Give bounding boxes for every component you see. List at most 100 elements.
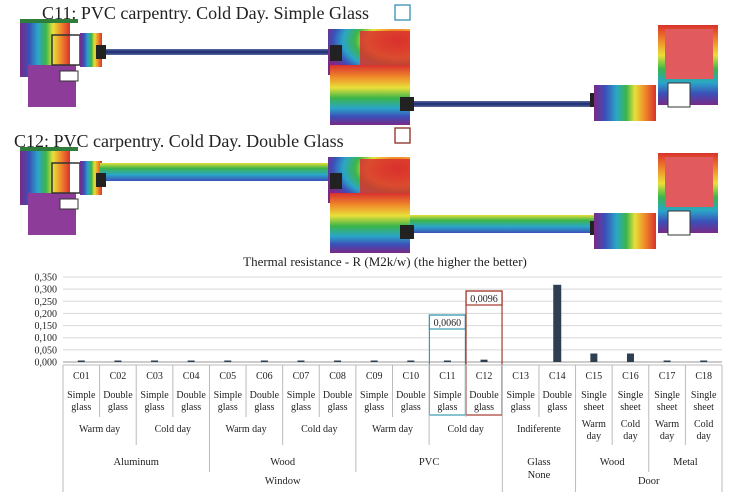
pane-spacer-left [96, 45, 106, 59]
pane-spacer-mid [400, 97, 414, 111]
category-descriptor: glass [401, 402, 421, 413]
category-code: C16 [622, 371, 639, 382]
category-descriptor: Simple [67, 390, 96, 401]
bar-c12 [480, 359, 488, 362]
category-descriptor: Double [250, 390, 280, 401]
condition-label: Warm day [225, 424, 266, 435]
condition-label: Cold day [301, 424, 337, 435]
y-tick-label: 0,050 [35, 345, 58, 356]
pane-lower [410, 101, 594, 107]
section-caption-c11: C11: PVC carpentry. Cold Day. Simple Gla… [42, 3, 369, 23]
category-descriptor: Double [396, 390, 426, 401]
thermal-section-1 [20, 147, 718, 253]
chart-title: Thermal resistance - R (M2k/w) (the high… [243, 254, 527, 269]
category-descriptor: glass [145, 402, 165, 413]
category-descriptor: sheet [693, 402, 714, 413]
bar-c11 [443, 360, 451, 362]
chart-bars [77, 284, 708, 362]
pane-spacer-left [96, 173, 106, 187]
category-descriptor: Double [176, 390, 206, 401]
bar-c06 [260, 360, 268, 362]
category-code: C03 [146, 371, 163, 382]
y-tick-label: 0,250 [35, 297, 58, 308]
bar-c09 [370, 360, 378, 362]
category-descriptor: Double [543, 390, 573, 401]
material-label: Glass [527, 457, 550, 468]
pane-upper [100, 49, 328, 55]
bar-c01 [77, 360, 85, 362]
section-caption-c12: C12: PVC carpentry. Cold Day. Double Gla… [14, 131, 344, 151]
middle-frame-warm [360, 159, 410, 193]
category-descriptor: Simple [360, 390, 389, 401]
condition-label: day [623, 431, 637, 442]
y-tick-label: 0,350 [35, 273, 58, 284]
bar-c05 [224, 360, 232, 362]
condition-label: Indiferente [517, 424, 561, 435]
right-frame-warm [665, 29, 713, 79]
middle-frame-lower [330, 193, 410, 253]
category-code: C04 [183, 371, 200, 382]
condition-label: Cold [694, 419, 713, 430]
category-descriptor: glass [71, 402, 91, 413]
category-descriptor: glass [291, 402, 311, 413]
category-descriptor: glass [437, 402, 457, 413]
category-descriptor: glass [547, 402, 567, 413]
condition-label: day [587, 431, 601, 442]
bar-c15 [590, 353, 598, 362]
category-code: C08 [329, 371, 346, 382]
y-tick-label: 0,200 [35, 309, 58, 320]
bar-c18 [700, 360, 708, 362]
category-code: C01 [73, 371, 90, 382]
condition-label: Cold [621, 419, 640, 430]
category-descriptor: Simple [214, 390, 243, 401]
category-code: C11 [439, 371, 455, 382]
category-code: C17 [659, 371, 676, 382]
y-tick-label: 0,000 [35, 358, 58, 369]
category-descriptor: Single [654, 390, 680, 401]
right-frame-gasket [667, 82, 691, 108]
category-code: C18 [695, 371, 712, 382]
category-descriptor: Single [581, 390, 607, 401]
condition-label: Cold day [448, 424, 484, 435]
category-descriptor: glass [511, 402, 531, 413]
right-frame-warm [665, 157, 713, 207]
category-descriptor: Double [469, 390, 499, 401]
y-tick-label: 0,100 [35, 333, 58, 344]
material-label: Metal [673, 457, 698, 468]
category-descriptor: glass [328, 402, 348, 413]
category-code: C15 [586, 371, 603, 382]
section-marker-c12 [394, 127, 411, 144]
right-lower-heat [594, 213, 656, 249]
pane-spacer-mid [400, 225, 414, 239]
category-descriptor: sheet [657, 402, 678, 413]
category-descriptor: glass [218, 402, 238, 413]
category-descriptor: Single [691, 390, 717, 401]
middle-frame-lower [330, 65, 410, 125]
category-descriptor: sheet [584, 402, 605, 413]
bar-c04 [187, 360, 195, 362]
category-descriptor: glass [364, 402, 384, 413]
chart-gridlines [63, 276, 722, 363]
pane-lower [410, 215, 594, 233]
section-marker-c11 [394, 4, 411, 21]
bar-c17 [663, 360, 671, 362]
right-frame-gasket [667, 210, 691, 236]
type-label: None [528, 470, 551, 481]
category-descriptor: Simple [287, 390, 316, 401]
material-label: Wood [270, 457, 296, 468]
category-descriptor: Single [618, 390, 644, 401]
left-frame-cap [20, 147, 78, 151]
category-descriptor: Simple [506, 390, 535, 401]
category-code: C06 [256, 371, 273, 382]
category-descriptor: Double [323, 390, 353, 401]
category-code: C09 [366, 371, 383, 382]
category-descriptor: glass [474, 402, 494, 413]
middle-frame-warm [360, 31, 410, 65]
category-descriptor: Double [103, 390, 133, 401]
condition-label: Cold day [155, 424, 191, 435]
pane-upper [100, 163, 328, 181]
category-code: C02 [110, 371, 127, 382]
category-code: C05 [219, 371, 236, 382]
